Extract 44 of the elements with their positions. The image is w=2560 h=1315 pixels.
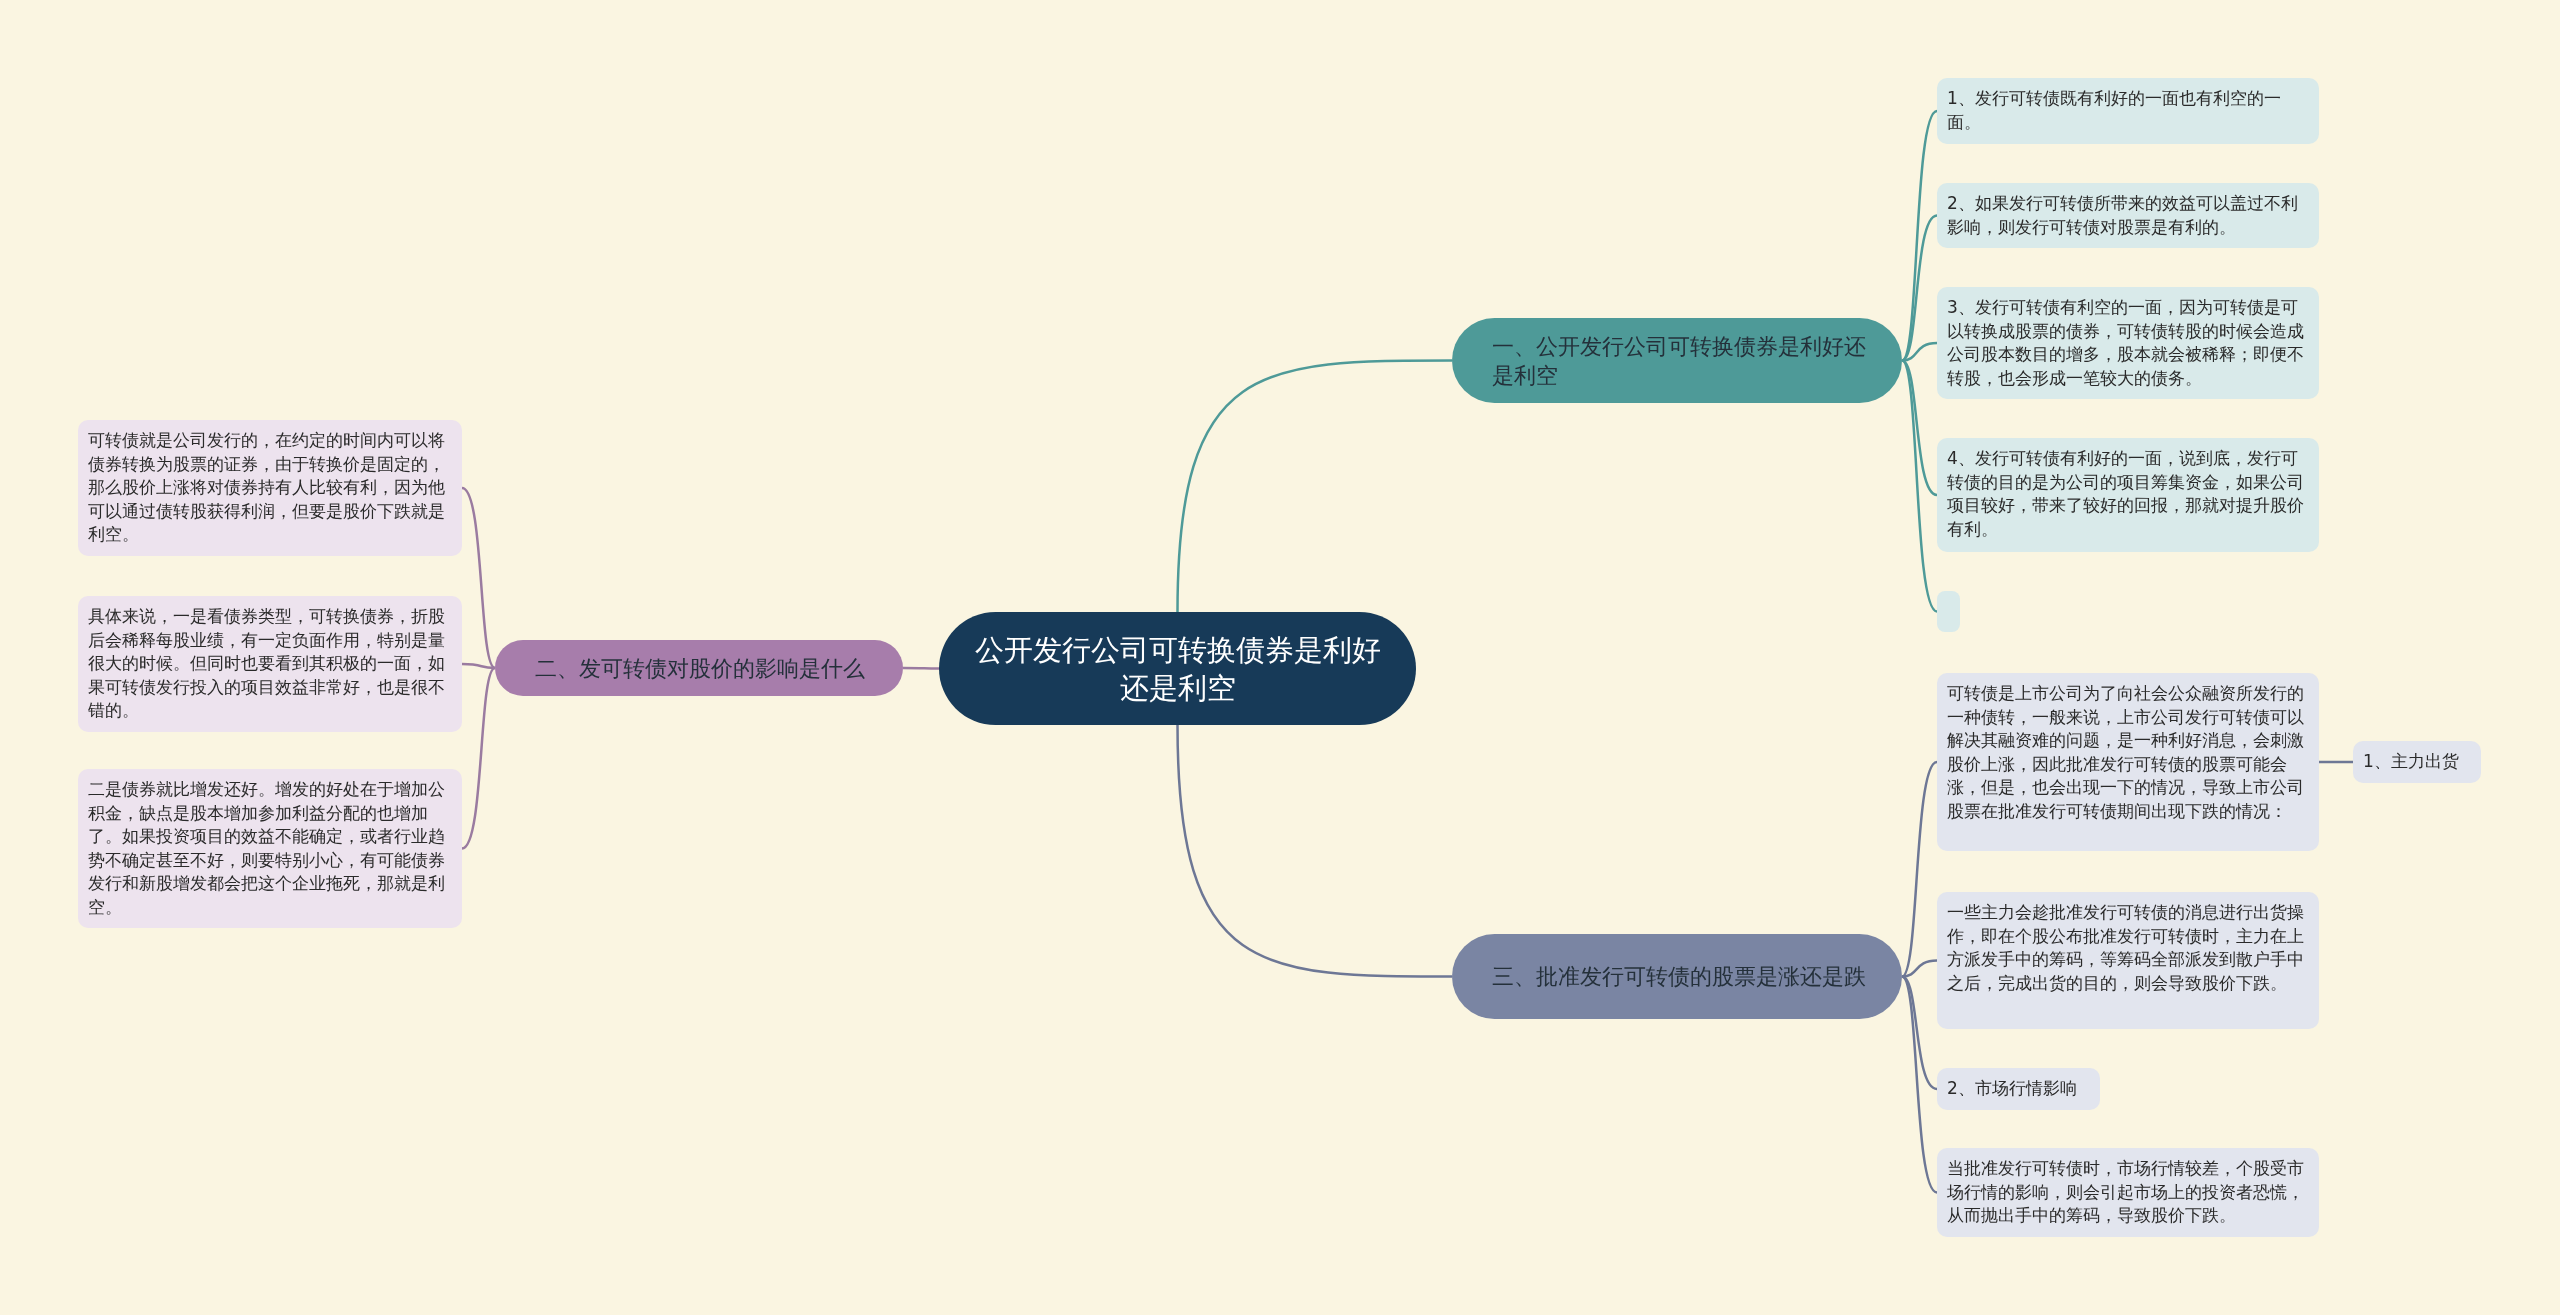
topic-text: 二、发可转债对股价的影响是什么 (535, 654, 865, 683)
subtopic-card (1937, 1148, 2319, 1237)
subtopic-card (1937, 438, 2319, 552)
topic-text: 1、主力出货 (2363, 750, 2460, 773)
topic-text: 可转债是上市公司为了向社会公众融资所发行的一种债转，一般来说，上市公司发行可转债可以解决其融资难的问题，是一种利好消息，会刺激股价上涨，因此批准发行可转债的股票可能会涨，但是，也会出现一下的情况，导致上市公司股票在批准发行可转债期间出现下跌的情况： (1947, 682, 2305, 823)
connector-line (461, 667, 496, 850)
topic-text: 3、发行可转债有利空的一面，因为可转债是可以转换成股票的债券，可转债转股的时候会造成公司股本数目的增多，股本就会被稀释；即便不转股，也会形成一笔较大的债务。 (1947, 296, 2305, 390)
subtopic-card (78, 420, 462, 556)
connector-line (1176, 359, 1452, 613)
empty-topic-box (1937, 591, 1960, 632)
subtopic-card (1937, 183, 2319, 248)
topic-text: 4、发行可转债有利好的一面，说到底，发行可转债的目的是为公司的项目筹集资金，如果公司项目较好，带来了较好的回报，那就对提升股价有利。 (1947, 447, 2305, 541)
main-topic (495, 640, 903, 696)
connector-line (2319, 760, 2353, 764)
topic-text: 可转债就是公司发行的，在约定的时间内可以将债券转换为股票的证券，由于转换价是固定的，那么股价上涨将对债券持有人比较有利，因为他可以通过债转股获得利润，但要是股价下跌就是利空。 (88, 429, 446, 546)
topic-text: 一、公开发行公司可转换债券是利好还是利空 (1492, 332, 1867, 390)
subtopic-card (1937, 78, 2319, 144)
connector-line (1176, 724, 1452, 978)
connector-line (461, 486, 496, 669)
topic-text: 2、市场行情影响 (1947, 1077, 2078, 1100)
topic-text: 三、批准发行可转债的股票是涨还是跌 (1492, 963, 1866, 991)
topic-text: 2、如果发行可转债所带来的效益可以盖过不利影响，则发行可转债对股票是有利的。 (1947, 192, 2299, 239)
subtopic-card (78, 596, 462, 732)
subtopic-card (1937, 892, 2319, 1029)
topic-text: 公开发行公司可转换债券是利好还是利空 (973, 631, 1382, 707)
subtopic-card (1937, 1068, 2100, 1110)
topic-text: 当批准发行可转债时，市场行情较差，个股受市场行情的影响，则会引起市场上的投资者恐慌，从而抛出手中的筹码，导致股价下跌。 (1947, 1157, 2305, 1227)
topic-text: 具体来说，一是看债券类型，可转换债券，折股后会稀释每股业绩，有一定负面作用，特别是量很大的时候。但同时也要看到其积极的一面，如果可转债发行投入的项目效益非常好，也是很不错的。 (88, 605, 446, 722)
connector-line (462, 662, 496, 670)
subtopic-card (1937, 673, 2319, 851)
subtopic-card (2353, 741, 2481, 783)
connector-line (903, 666, 939, 670)
connector-line (1901, 110, 1938, 362)
connector-line (1901, 359, 1938, 497)
topic-text: 1、发行可转债既有利好的一面也有利空的一面。 (1947, 87, 2282, 134)
connector-line (1901, 761, 1938, 978)
connector-line (1901, 975, 1938, 1194)
subtopic-card (1937, 287, 2319, 399)
connector-line (1901, 359, 1938, 613)
topic-text: 二是债券就比增发还好。增发的好处在于增加公积金，缺点是股本增加参加利益分配的也增加了。如果投资项目的效益不能确定，或者行业趋势不确定甚至不好，则要特别小心，有可能债券发行和新股增发都会把这个企业拖死，那就是利空。 (88, 778, 446, 919)
subtopic-card (78, 769, 462, 928)
topic-text: 一些主力会趁批准发行可转债的消息进行出货操作，即在个股公布批准发行可转债时，主力在上方派发手中的筹码，等筹码全部派发到散户手中之后，完成出货的目的，则会导致股价下跌。 (1947, 901, 2305, 995)
connector-line (1901, 214, 1938, 362)
connector-line (1901, 975, 1938, 1091)
